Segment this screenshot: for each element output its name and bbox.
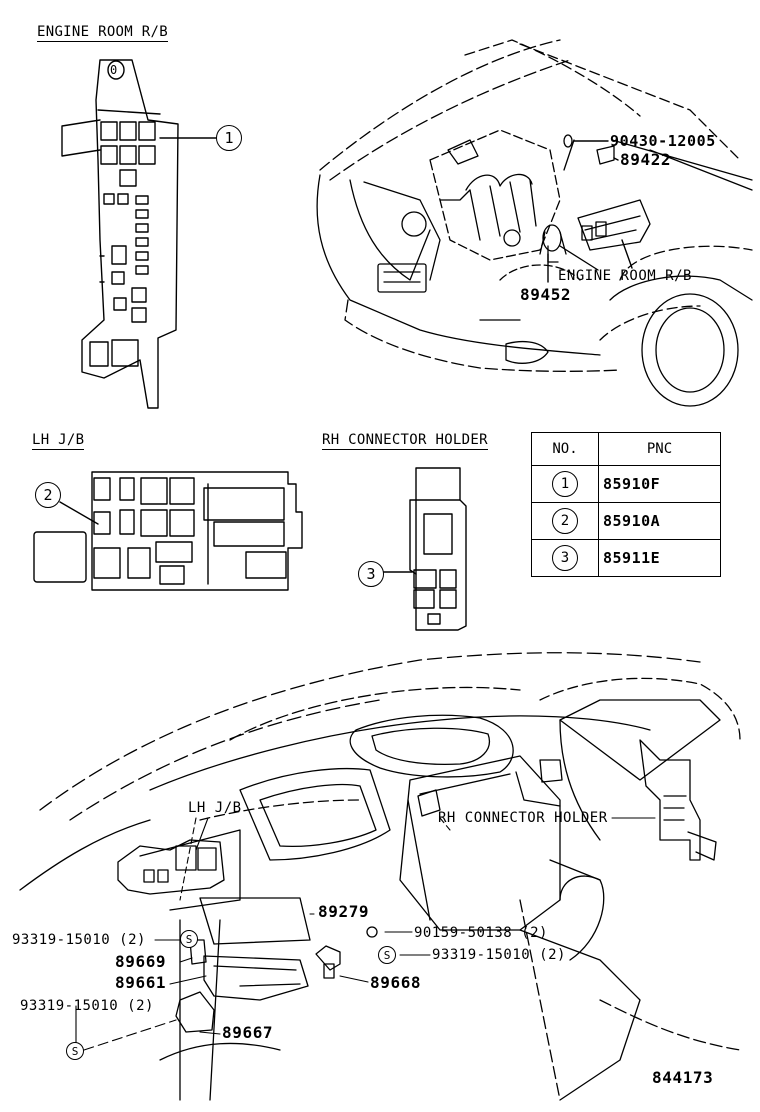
- table-header-row: NO. PNC: [531, 432, 721, 466]
- part-label-90159-50138: 90159-50138 (2): [414, 925, 548, 941]
- dashboard-leader-lines: [75, 817, 656, 1051]
- s-mark-bolt-left-bottom: S: [66, 1042, 84, 1060]
- table-row: 3 85911E: [531, 539, 721, 577]
- callout-3: 3: [358, 561, 384, 587]
- table-pnc-value: 85910F: [598, 465, 721, 503]
- part-label-89661: 89661: [115, 973, 167, 992]
- table-pnc-value: 85911E: [598, 539, 721, 577]
- table-callout-number: 1: [552, 471, 578, 497]
- table-row: 1 85910F: [531, 465, 721, 503]
- leader-line: [613, 157, 619, 161]
- section-title-lh-jb: LH J/B: [32, 432, 85, 450]
- relay-block-mark: 0: [110, 63, 118, 77]
- callout-2: 2: [35, 482, 61, 508]
- table-header-pnc: PNC: [598, 432, 721, 466]
- part-label-89279: 89279: [318, 902, 370, 921]
- part-label-93319-15010-left-bottom: 93319-15010 (2): [20, 998, 154, 1014]
- section-title-engine-room-rb: ENGINE ROOM R/B: [37, 24, 168, 42]
- leader-line: [621, 239, 633, 269]
- rh-connector-holder-drawing: [409, 467, 467, 631]
- part-label-89667: 89667: [222, 1023, 274, 1042]
- part-label-89669: 89669: [115, 952, 167, 971]
- section-title-rh-connector-holder: RH CONNECTOR HOLDER: [322, 432, 488, 450]
- leader-line: [59, 501, 99, 525]
- engine-bay-drawing: [316, 39, 753, 407]
- engine-room-relay-block-drawing: [61, 59, 179, 409]
- part-label-90430-12005: 90430-12005: [610, 132, 716, 150]
- figure-number: 844173: [652, 1068, 714, 1087]
- part-label-93319-15010-right: 93319-15010 (2): [432, 947, 566, 963]
- s-mark-bolt-right: S: [378, 946, 396, 964]
- pnc-table: NO. PNC 1 85910F 2 85910A 3 85911E: [531, 432, 721, 577]
- table-callout-number: 2: [552, 508, 578, 534]
- s-mark-bolt-left-top: S: [180, 930, 198, 948]
- part-label-89668: 89668: [370, 973, 422, 992]
- lh-jb-location-label: LH J/B: [188, 800, 242, 816]
- table-pnc-value: 85910A: [598, 502, 721, 540]
- table-header-no: NO.: [531, 432, 599, 466]
- table-callout-number: 3: [552, 545, 578, 571]
- table-row: 2 85910A: [531, 502, 721, 540]
- engine-room-rb-label: ENGINE ROOM R/B: [558, 268, 692, 284]
- part-label-89452: 89452: [520, 285, 572, 304]
- rh-connector-holder-location-label: RH CONNECTOR HOLDER: [438, 810, 608, 826]
- callout-1: 1: [216, 125, 242, 151]
- part-label-93319-15010-left-top: 93319-15010 (2): [12, 932, 146, 948]
- part-label-89422: 89422: [620, 150, 672, 169]
- lh-junction-block-drawing: [33, 471, 303, 591]
- dashboard-interior-drawing: [19, 652, 741, 1101]
